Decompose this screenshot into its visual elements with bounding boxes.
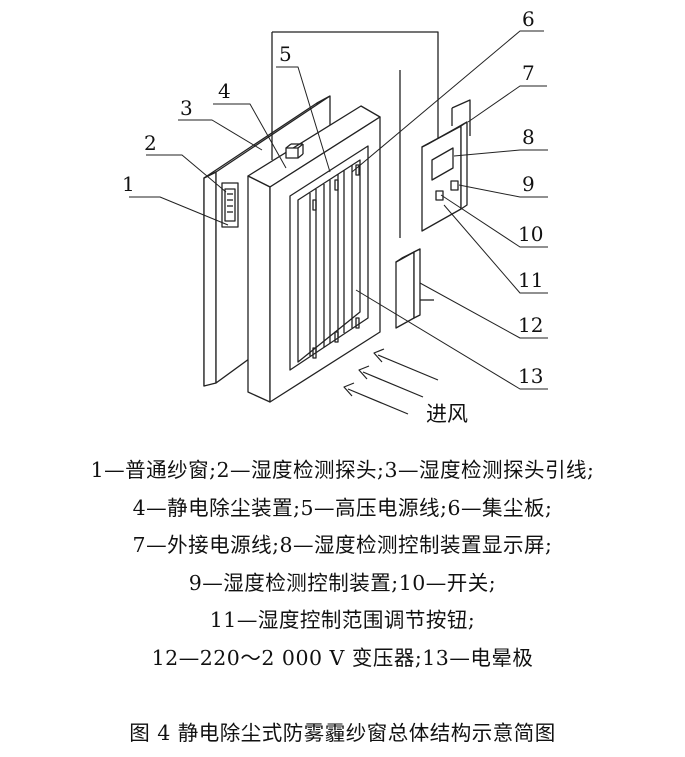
callout-6: 6 [522,7,535,31]
humidity-probe [221,182,239,228]
air-inlet-arrows [343,348,439,415]
legend-line-4: 9—湿度检测控制装置;10—开关; [188,570,497,595]
air-inlet-label: 进风 [426,402,468,426]
legend-line-3: 7—外接电源线;8—湿度检测控制装置显示屏; [132,533,553,557]
callout-1: 1 [122,172,135,196]
legend-line-2: 4—静电除尘装置;5—高压电源线;6—集尘板; [132,495,553,520]
callout-leaders [129,30,548,390]
callout-11: 11 [518,268,543,292]
collector-plates [309,165,353,356]
callout-2: 2 [144,131,157,155]
callout-8: 8 [522,125,535,149]
callout-7: 7 [522,61,535,85]
transformer [395,248,434,329]
control-display [431,147,454,181]
external-power-wire [451,99,471,136]
corona-electrodes [312,164,360,359]
callout-10: 10 [518,222,543,246]
humidity-control-unit [421,121,468,232]
range-adjust-button [450,180,459,191]
callout-5: 5 [279,42,292,66]
switch-button [435,190,444,201]
callout-3: 3 [180,96,193,120]
legend-line-6: 12—220～2 000 V 变压器;13—电晕极 [151,645,534,670]
legend-line-5: 11—湿度控制范围调节按钮; [209,608,476,632]
structure-diagram: 1 2 3 4 5 6 7 8 9 10 11 12 13 进风 [122,7,548,426]
callout-9: 9 [522,172,535,196]
callout-4: 4 [218,79,231,103]
callout-labels: 1 2 3 4 5 6 7 8 9 10 11 12 13 [122,7,543,388]
figure-caption: 图 4 静电除尘式防雾霾纱窗总体结构示意简图 [129,721,556,745]
legend: 1—普通纱窗;2—湿度检测探头;3—湿度检测探头引线; 4—静电除尘装置;5—高… [0,452,685,677]
high-voltage-wire [271,31,439,238]
callout-12: 12 [518,313,543,337]
legend-line-1: 1—普通纱窗;2—湿度检测探头;3—湿度检测探头引线; [90,458,595,482]
callout-13: 13 [518,364,543,388]
